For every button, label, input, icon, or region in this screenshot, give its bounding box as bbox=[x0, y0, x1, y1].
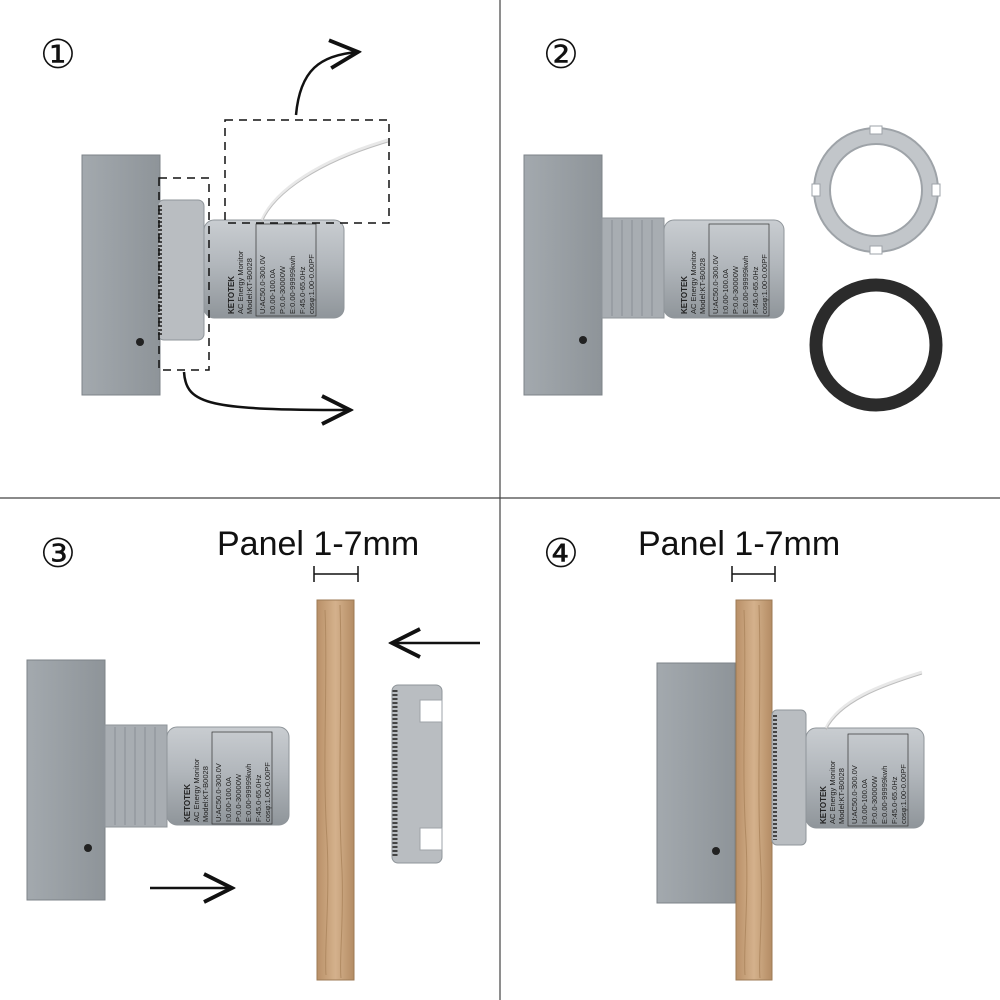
svg-text:I:0.00-100.0A: I:0.00-100.0A bbox=[860, 779, 869, 824]
svg-text:E:0.00-99999kwh: E:0.00-99999kwh bbox=[288, 256, 297, 314]
device-back-box bbox=[81, 154, 161, 396]
step-3-panel-label: Panel 1-7mm bbox=[217, 525, 419, 563]
screw-hole bbox=[136, 338, 144, 346]
step-3-nut bbox=[391, 684, 443, 864]
svg-text:Model:KT-B0028: Model:KT-B0028 bbox=[837, 768, 846, 824]
svg-text:I:0.00-100.0A: I:0.00-100.0A bbox=[224, 777, 233, 822]
svg-text:Model:KT-B0028: Model:KT-B0028 bbox=[201, 766, 210, 822]
step-4-device bbox=[656, 662, 736, 904]
svg-text:P:0.0-30000W: P:0.0-30000W bbox=[234, 773, 243, 822]
knurled-nut bbox=[157, 199, 205, 341]
svg-text:E:0.00-99999kwh: E:0.00-99999kwh bbox=[880, 766, 889, 824]
svg-text:U:AC50.0-300.0V: U:AC50.0-300.0V bbox=[214, 763, 223, 822]
device-wire bbox=[260, 138, 389, 221]
device-back-box bbox=[26, 659, 106, 901]
svg-text:cosφ:1.00-0.00PF: cosφ:1.00-0.00PF bbox=[760, 254, 769, 314]
step-3-number: ③ bbox=[40, 531, 76, 577]
remove-wire-arrow bbox=[294, 52, 358, 116]
svg-text:F:45.0-65.0Hz: F:45.0-65.0Hz bbox=[751, 266, 760, 314]
device-back-box bbox=[656, 662, 736, 904]
threaded-neck bbox=[601, 217, 665, 319]
svg-text:F:45.0-65.0Hz: F:45.0-65.0Hz bbox=[890, 776, 899, 824]
svg-text:E:0.00-99999kwh: E:0.00-99999kwh bbox=[244, 764, 253, 822]
svg-text:Model:KT-B0028: Model:KT-B0028 bbox=[245, 258, 254, 314]
svg-text:cosφ:1.00-0.00PF: cosφ:1.00-0.00PF bbox=[899, 764, 908, 824]
svg-text:cosφ:1.00-0.00PF: cosφ:1.00-0.00PF bbox=[307, 254, 316, 314]
step-4-spec-label: KETOTEK AC Energy Monitor Model:KT-B0028… bbox=[819, 733, 909, 827]
remove-nut-arrow bbox=[182, 371, 350, 410]
svg-text:cosφ:1.00-0.00PF: cosφ:1.00-0.00PF bbox=[263, 762, 272, 822]
step-2-number: ② bbox=[543, 32, 579, 78]
step-1-device bbox=[81, 138, 389, 396]
loose-nut-ring bbox=[811, 125, 941, 255]
svg-text:U:AC50.0-300.0V: U:AC50.0-300.0V bbox=[258, 255, 267, 314]
step-4-panel-label: Panel 1-7mm bbox=[638, 525, 840, 563]
svg-text:I:0.00-100.0A: I:0.00-100.0A bbox=[721, 269, 730, 314]
wire-selection-box bbox=[224, 119, 390, 224]
svg-text:KETOTEK: KETOTEK bbox=[227, 276, 236, 314]
svg-text:KETOTEK: KETOTEK bbox=[819, 786, 828, 824]
device-cylinder bbox=[663, 219, 785, 319]
svg-text:Model:KT-B0028: Model:KT-B0028 bbox=[698, 258, 707, 314]
svg-text:AC Energy Monitor: AC Energy Monitor bbox=[236, 250, 245, 314]
device-wire bbox=[824, 670, 923, 729]
svg-text:U:AC50.0-300.0V: U:AC50.0-300.0V bbox=[711, 255, 720, 314]
svg-text:KETOTEK: KETOTEK bbox=[680, 276, 689, 314]
screw-hole bbox=[712, 847, 720, 855]
device-cylinder bbox=[166, 726, 290, 826]
step-1-spec-label: KETOTEK AC Energy Monitor Model:KT-B0028… bbox=[227, 223, 317, 317]
screw-hole bbox=[579, 336, 587, 344]
svg-text:KETOTEK: KETOTEK bbox=[183, 784, 192, 822]
svg-text:F:45.0-65.0Hz: F:45.0-65.0Hz bbox=[298, 266, 307, 314]
step-4-cylinder bbox=[805, 670, 925, 829]
svg-text:AC Energy Monitor: AC Energy Monitor bbox=[828, 760, 837, 824]
panel-thickness-bracket bbox=[313, 566, 359, 582]
svg-text:P:0.0-30000W: P:0.0-30000W bbox=[731, 265, 740, 314]
step-3-device bbox=[26, 659, 290, 901]
step-3-wood-panel bbox=[316, 599, 355, 981]
step-4-number: ④ bbox=[543, 531, 579, 577]
svg-text:U:AC50.0-300.0V: U:AC50.0-300.0V bbox=[850, 765, 859, 824]
svg-text:I:0.00-100.0A: I:0.00-100.0A bbox=[268, 269, 277, 314]
panel-thickness-bracket bbox=[731, 566, 776, 582]
device-back-box bbox=[523, 154, 603, 396]
rubber-gasket bbox=[809, 278, 943, 412]
step-1-number: ① bbox=[40, 32, 76, 78]
svg-text:P:0.0-30000W: P:0.0-30000W bbox=[870, 775, 879, 824]
nut-selection-box bbox=[158, 177, 210, 371]
svg-text:AC Energy Monitor: AC Energy Monitor bbox=[192, 758, 201, 822]
svg-text:AC Energy Monitor: AC Energy Monitor bbox=[689, 250, 698, 314]
svg-text:P:0.0-30000W: P:0.0-30000W bbox=[278, 265, 287, 314]
threaded-neck bbox=[104, 724, 168, 828]
step-4-nut bbox=[771, 709, 807, 846]
step-2-spec-label: KETOTEK AC Energy Monitor Model:KT-B0028… bbox=[680, 223, 770, 317]
device-cylinder bbox=[203, 219, 345, 319]
step-2-device bbox=[523, 154, 785, 396]
svg-text:F:45.0-65.0Hz: F:45.0-65.0Hz bbox=[254, 774, 263, 822]
screw-hole bbox=[84, 844, 92, 852]
step-4-wood-panel bbox=[735, 599, 773, 981]
step-3-spec-label: KETOTEK AC Energy Monitor Model:KT-B0028… bbox=[183, 731, 273, 825]
svg-text:E:0.00-99999kwh: E:0.00-99999kwh bbox=[741, 256, 750, 314]
